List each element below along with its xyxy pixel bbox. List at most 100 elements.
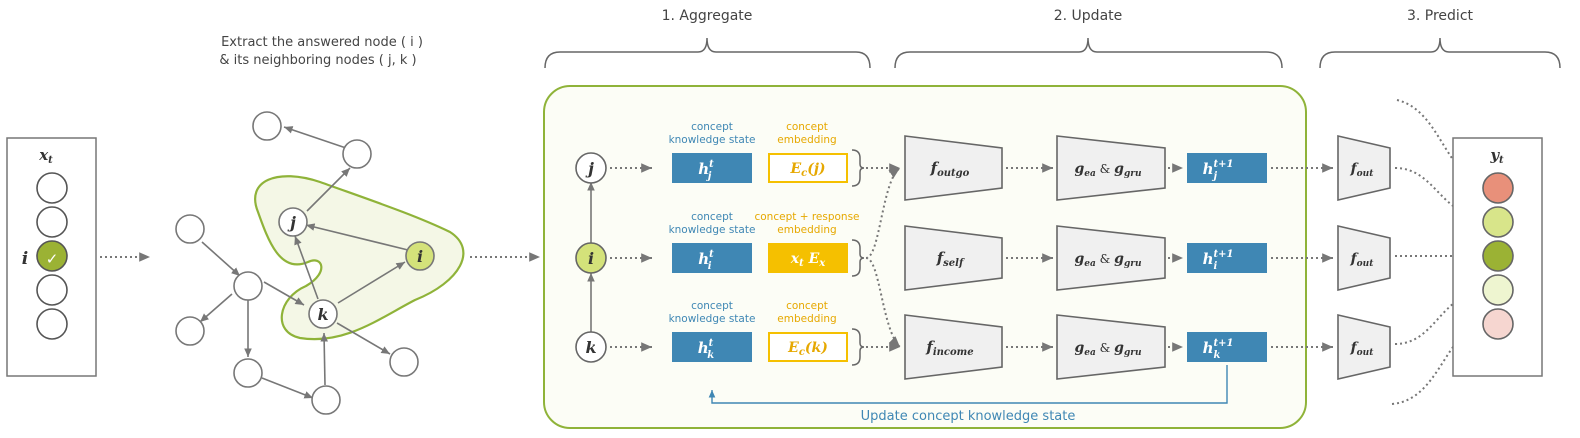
embedding-box (768, 153, 848, 183)
embedding-symbol: Ec(j) (789, 161, 825, 179)
row-node-k (575, 331, 607, 363)
graph-node-i: i (405, 241, 435, 271)
input-circle (36, 206, 68, 238)
svg-text:j: j (287, 213, 296, 232)
embed-caption-1: concept + response (754, 211, 859, 223)
check-icon: ✓ (46, 250, 59, 268)
embed-caption-2: embedding (777, 224, 836, 236)
update-function-label: gea & ggru (1074, 161, 1142, 179)
svg-text:i: i (417, 247, 423, 266)
state-caption-2: knowledge state (669, 134, 756, 146)
output-function-label: fout (1350, 340, 1375, 358)
output-function-block (1337, 313, 1391, 381)
feedback-arrow: Update concept knowledge state (708, 365, 1228, 424)
output-function-label: fout (1350, 161, 1375, 179)
state-caption-1: concept (691, 121, 733, 133)
knowledge-state-box (672, 332, 752, 362)
row-brace-right (851, 239, 865, 277)
output-function-label: fout (1350, 251, 1375, 269)
stage-update-brace (894, 37, 1283, 69)
output-circle (1482, 206, 1514, 238)
stage-aggregate: 1. Aggregate (544, 8, 871, 69)
stage-predict-title: 3. Predict (1407, 8, 1474, 24)
agg-function-label: foutgo (930, 159, 970, 179)
embedding-box (768, 332, 848, 362)
state-caption-2: knowledge state (669, 313, 756, 325)
embed-caption-1: concept (786, 300, 828, 312)
output-panel: yt (1452, 137, 1543, 377)
svg-text:k: k (317, 305, 328, 324)
input-circle (36, 172, 68, 204)
stage-aggregate-title: 1. Aggregate (662, 8, 753, 24)
stage-aggregate-brace (544, 37, 871, 69)
extract-caption: Extract the answered node ( i ) & its ne… (219, 35, 422, 68)
fanout-arrows (865, 167, 901, 348)
knowledge-state-box (672, 153, 752, 183)
embed-caption-2: embedding (777, 134, 836, 146)
input-circle-stack (36, 172, 68, 340)
extract-caption-line2: & its neighboring nodes ( j, k ) (219, 53, 416, 68)
new-state-box (1187, 332, 1267, 362)
update-function-block (1056, 135, 1166, 201)
state-caption-2: knowledge state (669, 224, 756, 236)
update-function-label: gea & ggru (1074, 251, 1142, 269)
output-circle-stack (1482, 172, 1514, 340)
row-node-i (575, 242, 607, 274)
row-brace-right (851, 149, 865, 187)
stage-update-title: 2. Update (1054, 8, 1123, 24)
graph-edges (199, 126, 409, 399)
update-function-label: gea & ggru (1074, 340, 1142, 358)
embedding-symbol: xt Ex (790, 251, 827, 269)
agg-function-label: fself (936, 249, 965, 269)
row-node-label: i (588, 249, 594, 268)
input-panel: xt i ✓ (6, 137, 97, 377)
embed-caption-2: embedding (777, 313, 836, 325)
update-function-block (1056, 225, 1166, 291)
input-circle (36, 274, 68, 306)
embedding-box (768, 243, 848, 273)
stage-update: 2. Update (894, 8, 1283, 69)
new-state-box (1187, 243, 1267, 273)
output-circle (1482, 308, 1514, 340)
embed-caption-1: concept (786, 121, 828, 133)
knowledge-graph: j k i (175, 111, 465, 415)
agg-function-block (904, 135, 1003, 201)
input-circle (36, 308, 68, 340)
agg-function-block (904, 314, 1003, 380)
new-state-box (1187, 153, 1267, 183)
graph-plain-nodes (175, 111, 419, 415)
graph-node-k: k (308, 299, 338, 329)
output-function-block (1337, 134, 1391, 202)
stage-predict-brace (1319, 37, 1561, 69)
feedback-label: Update concept knowledge state (861, 409, 1076, 424)
row-node-label: j (585, 159, 594, 178)
output-circle (1482, 274, 1514, 306)
stage-predict: 3. Predict (1319, 8, 1561, 69)
neighborhood-highlight (254, 175, 465, 341)
output-panel-label: yt (1489, 146, 1504, 166)
agg-function-label: fincome (925, 338, 973, 358)
output-circle (1482, 172, 1514, 204)
input-panel-label: xt (38, 146, 53, 166)
knowledge-state-box (672, 243, 752, 273)
input-circle (36, 240, 68, 272)
state-caption-1: concept (691, 300, 733, 312)
row-brace-right (851, 328, 865, 366)
agg-function-block (904, 225, 1003, 291)
row-node-j (575, 152, 607, 184)
output-function-block (1337, 224, 1391, 292)
update-function-block (1056, 314, 1166, 380)
state-caption-1: concept (691, 211, 733, 223)
input-row-label: i (22, 249, 28, 269)
